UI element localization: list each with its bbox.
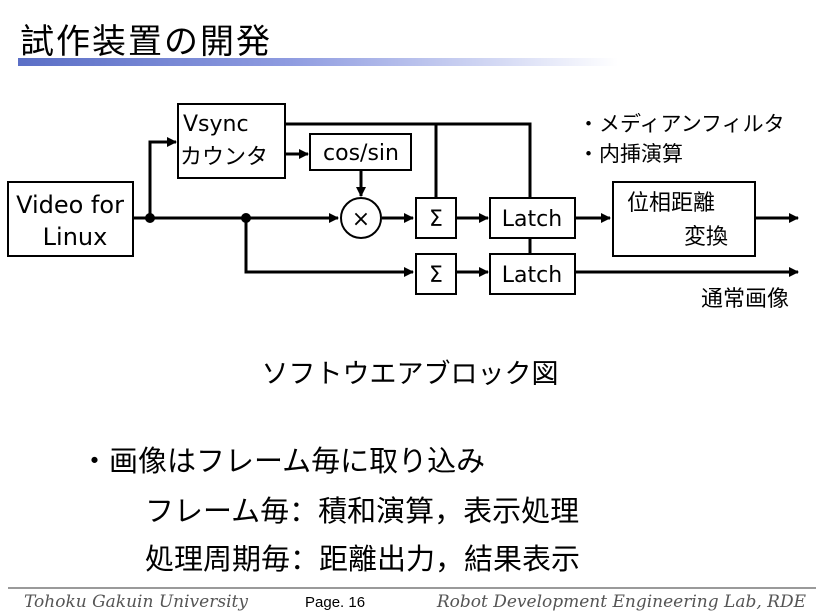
video-for-linux-box bbox=[7, 181, 134, 257]
latch-label-bottom: Latch bbox=[502, 263, 562, 288]
block-boxes bbox=[7, 103, 756, 295]
bullet-main: ・画像はフレーム毎に取り込み bbox=[80, 444, 486, 478]
slide-title: 試作装置の開発 bbox=[20, 22, 272, 62]
footer-university: Tohoku Gakuin University bbox=[24, 592, 248, 612]
latch-box-bottom bbox=[489, 253, 576, 295]
vsync-label-line2: カウンタ bbox=[180, 145, 268, 170]
diagram-caption: ソフトウエアブロック図 bbox=[261, 359, 559, 390]
sum-symbol-bottom: Σ bbox=[429, 263, 443, 288]
phase-distance-box bbox=[612, 181, 756, 257]
signal-lines bbox=[133, 122, 799, 277]
sum-symbol-top: Σ bbox=[429, 207, 443, 232]
footer-divider bbox=[8, 587, 816, 589]
cos-sin-box bbox=[309, 133, 412, 171]
latch-label-top: Latch bbox=[502, 207, 562, 232]
sum-box-bottom bbox=[415, 253, 457, 295]
block-labels: Video for Linux Vsync カウンタ cos/sin × Σ Σ… bbox=[16, 112, 789, 312]
sum-box-top bbox=[415, 197, 457, 239]
multiply-symbol: × bbox=[352, 207, 370, 232]
title-underline bbox=[18, 58, 618, 66]
output-label: 通常画像 bbox=[701, 287, 789, 312]
multiplier-node bbox=[340, 197, 382, 239]
bullet-sub-1: フレーム毎：積和演算，表示処理 bbox=[145, 494, 580, 528]
video-label-line2: Linux bbox=[43, 223, 108, 251]
video-label-line1: Video for bbox=[16, 191, 124, 219]
footer-page-number: Page. 16 bbox=[305, 594, 366, 611]
footer-lab: Robot Development Engineering Lab, RDE bbox=[436, 592, 806, 612]
note-median-filter: ・メディアンフィルタ bbox=[578, 112, 785, 136]
note-interpolation: ・内挿演算 bbox=[578, 142, 683, 166]
latch-box-top bbox=[489, 197, 576, 239]
bullet-sub-2: 処理周期毎：距離出力，結果表示 bbox=[145, 542, 581, 576]
junction-dots bbox=[145, 213, 251, 223]
cos-sin-label: cos/sin bbox=[323, 141, 399, 166]
phase-label-line2: 変換 bbox=[684, 225, 728, 250]
phase-label-line1: 位相距離 bbox=[627, 191, 715, 216]
vsync-counter-box bbox=[177, 103, 286, 179]
vsync-label-line1: Vsync bbox=[183, 112, 249, 137]
